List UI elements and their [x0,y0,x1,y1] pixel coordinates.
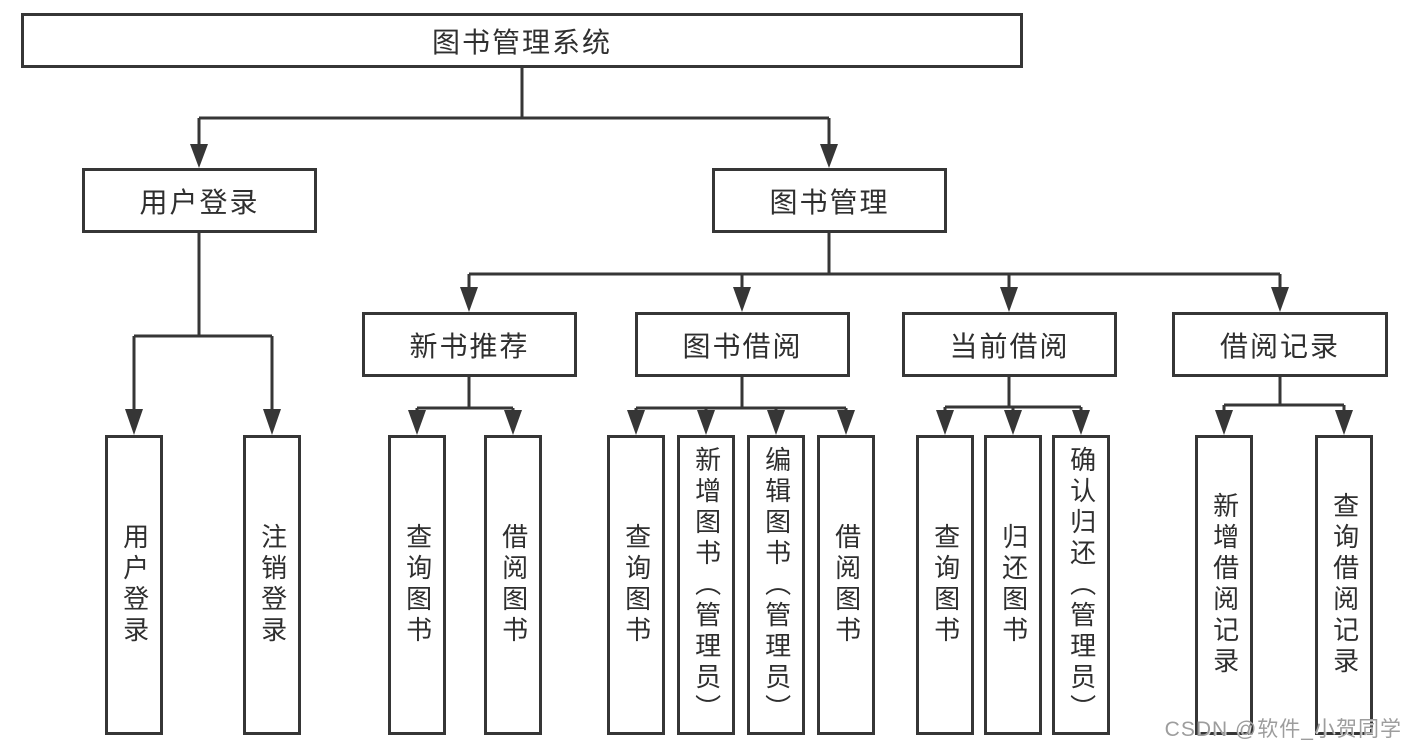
node-book-management: 图书管理 [712,168,947,233]
leaf-label: 借阅图书 [831,523,862,647]
node-user-login: 用户登录 [82,168,317,233]
node-label: 新书推荐 [409,330,530,362]
leaf-label: 借阅图书 [498,523,529,647]
leaf-label: 用户登录 [119,523,150,647]
connector-current-borrow-to-leaves [936,377,1090,435]
node-label: 当前借阅 [949,330,1070,362]
csdn-watermark: CSDN @软件_小贺同学 [1164,718,1402,741]
node-borrow-records: 借阅记录 [1172,312,1388,377]
leaf-label: 查询图书 [930,523,961,647]
leaf-label: 新增借阅记录 [1209,492,1240,678]
leaf-newbook-query-books: 查询图书 [388,435,446,735]
leaf-label: 确认归还（管理员） [1066,445,1097,725]
leaf-logout: 注销登录 [243,435,301,735]
node-book-borrow: 图书借阅 [635,312,850,377]
leaf-label: 注销登录 [257,523,288,647]
leaf-label: 查询借阅记录 [1329,492,1360,678]
node-label: 图书借阅 [682,330,803,362]
node-current-borrow: 当前借阅 [902,312,1117,377]
node-library-management-system: 图书管理系统 [21,13,1023,68]
leaf-borrow-add-books-admin: 新增图书（管理员） [677,435,735,735]
leaf-label: 编辑图书（管理员） [761,445,792,725]
leaf-label: 新增图书（管理员） [691,445,722,725]
leaf-label: 查询图书 [402,523,433,647]
leaf-label: 归还图书 [998,523,1029,647]
leaf-newbook-borrow-books: 借阅图书 [484,435,542,735]
connector-book-borrow-to-leaves [627,377,855,435]
node-label: 借阅记录 [1219,330,1340,362]
leaf-records-add-record: 新增借阅记录 [1195,435,1253,735]
leaf-current-query-books: 查询图书 [916,435,974,735]
connector-root-to-level2 [190,68,838,168]
connector-borrow-records-to-leaves [1215,377,1353,435]
node-label: 图书管理 [769,186,890,218]
connector-user-login-to-leaves [125,233,281,435]
node-new-book-recommend: 新书推荐 [362,312,577,377]
node-label: 图书管理系统 [431,26,612,58]
leaf-borrow-edit-books-admin: 编辑图书（管理员） [747,435,805,735]
leaf-user-login: 用户登录 [105,435,163,735]
leaf-borrow-borrow-books: 借阅图书 [817,435,875,735]
leaf-records-query-record: 查询借阅记录 [1315,435,1373,735]
node-label: 用户登录 [139,186,260,218]
leaf-label: 查询图书 [621,523,652,647]
leaf-current-confirm-return-admin: 确认归还（管理员） [1052,435,1110,735]
connector-new-books-to-leaves [408,377,522,435]
leaf-borrow-query-books: 查询图书 [607,435,665,735]
leaf-current-return-books: 归还图书 [984,435,1042,735]
connector-book-mgmt-to-level3 [460,233,1289,312]
